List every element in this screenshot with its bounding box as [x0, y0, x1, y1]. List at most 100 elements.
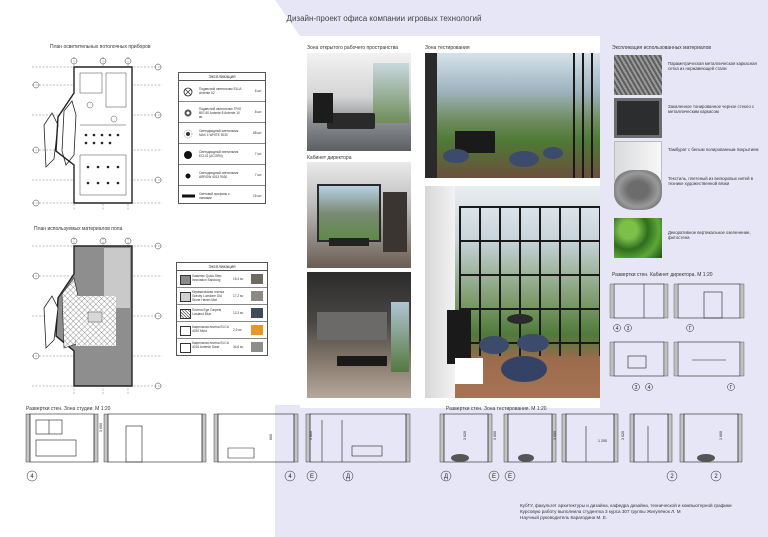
material-text: Текстиль, плетеный из велюровых нитей в …	[668, 176, 754, 187]
testing-elevations-title: Развертки стен. Зона тестирования. М 1:2…	[446, 406, 547, 412]
axis-mark: Г	[689, 326, 692, 332]
desk	[329, 238, 369, 246]
floor-legend-row: Плитка Ege Carpets Lowland Blue 12,3 м²	[177, 305, 267, 322]
glass-wall	[459, 206, 600, 356]
lighting-legend-row: Световой профиль с линзами 15 шт.	[179, 186, 265, 206]
credits-line: Научный руководитель Карагодина М. Е.	[520, 515, 608, 520]
beanbag	[501, 356, 547, 382]
lighting-legend-title: Экспликация	[179, 73, 265, 81]
desk	[337, 356, 387, 366]
tv-screen	[447, 310, 471, 364]
material-text: Тамбурат с белым полированным покрытием	[668, 147, 759, 152]
axis-mark: 4	[616, 326, 619, 332]
studio-elevations-title: Развертки стен. Зона студии. М 1:20	[26, 406, 111, 412]
page-title: Дизайн-проект офиса компании игровых тех…	[286, 14, 482, 23]
glass-wall	[573, 53, 600, 178]
testing-elevations: 3 620 3 600 3 600 3 020 1 200 1 600 Д Е …	[439, 413, 743, 482]
glass-material-photo	[614, 98, 662, 138]
column	[425, 53, 437, 178]
spot-light-icon	[183, 129, 193, 139]
dimension-label: 3 600	[553, 431, 557, 440]
dimension-label: 1 600	[719, 431, 723, 440]
tile-swatch	[180, 343, 191, 353]
dimension-label: 3 600	[99, 423, 103, 432]
axis-mark: Е	[492, 474, 496, 480]
beanbag	[543, 147, 563, 159]
axis-mark: 2	[714, 474, 718, 480]
pendant-lamp-icon	[183, 87, 193, 97]
beanbag	[517, 334, 549, 352]
dimension-label: 1 200	[598, 439, 607, 443]
open-space-render	[307, 53, 411, 151]
axis-mark: Е	[508, 474, 512, 480]
axis-mark: Д	[346, 474, 350, 480]
axis-mark: 3	[635, 385, 638, 391]
floor-plan	[32, 237, 162, 394]
material-photo	[251, 291, 263, 301]
desk	[327, 113, 375, 129]
director-office-render	[307, 162, 411, 268]
open-space-label: Зона открытого рабочего пространства	[307, 45, 399, 51]
studio-elevations: 3 600 660 3 800 4 4 Е Д	[25, 413, 411, 482]
lighting-plan	[32, 57, 162, 211]
material-text: Декоративное вертикальное озеленение, фи…	[668, 230, 751, 241]
floor-legend: Экспликация Ламинат Quick-Step Innovatio…	[176, 262, 268, 356]
lighting-legend-row: Светодиодный светильник ECLIS (ACORN) 7 …	[179, 144, 265, 165]
material-photo	[251, 325, 263, 335]
testing-zone-label: Зона тестирования	[425, 45, 470, 51]
floor-legend-row: Кафельная плитка ELCU 4030 Mina 2,9 м²	[177, 322, 267, 339]
axis-mark: Д	[444, 474, 448, 480]
beanbag	[443, 149, 469, 163]
director-office-label: Кабинет директора	[307, 155, 352, 161]
dimension-label: 3 620	[463, 431, 467, 440]
lighting-legend-row: Светодиодный светильник ARROW 4013 9030 …	[179, 165, 265, 186]
wall-panel	[317, 312, 387, 340]
material-photo	[251, 308, 263, 318]
credits-line: Курсовую работу выполнила студентка 3 ку…	[520, 509, 681, 514]
lighting-plan-title: План осветительных потолочных приборов	[50, 44, 151, 50]
table	[507, 314, 533, 324]
dimension-label: 3 020	[621, 431, 625, 440]
floor-legend-row: Кафельная плитка ELCU 4018 Ardente Sand …	[177, 339, 267, 355]
textile-material-photo	[614, 170, 662, 210]
tv-screen	[455, 131, 495, 153]
beanbag	[509, 151, 539, 167]
lighting-legend: Экспликация Подвесной светильник ELLA Ar…	[178, 72, 266, 204]
credits-line: КубГУ, факультет архитектуры и дизайна, …	[520, 503, 732, 508]
cluster-lamp-icon	[184, 109, 192, 117]
dimension-label: 660	[269, 434, 273, 440]
testing-zone-render-2	[425, 186, 600, 398]
small-lamp-icon	[185, 173, 191, 179]
floor-legend-row: Ламинат Quick-Step Innovation Sandoog 15…	[177, 271, 267, 288]
window-view	[373, 63, 409, 123]
axis-mark: 2	[670, 474, 674, 480]
director-office-render-2	[307, 272, 411, 398]
tile-swatch	[180, 326, 191, 336]
floor-legend-row: Керамическая плитка Gravity Luxstone Old…	[177, 288, 267, 305]
lighting-legend-row: Подвесной светильник TRIO BIG 80 Ardente…	[179, 102, 265, 123]
beanbag	[479, 336, 509, 354]
axis-mark: Г	[730, 385, 733, 391]
axis-mark: 3	[627, 326, 630, 332]
window-view	[317, 184, 381, 242]
dimension-label: 3 800	[309, 431, 313, 440]
light-profile-icon	[182, 194, 195, 198]
green-wall-material-photo	[614, 218, 662, 258]
material-photo	[251, 342, 263, 352]
floor-plan-title: План используемых материалов пола	[34, 226, 123, 232]
credits-block: КубГУ, факультет архитектуры и дизайна, …	[520, 503, 732, 521]
side-wall	[425, 186, 455, 398]
lighting-legend-row: Подвесной светильник ELLA Ardente 02 6 ш…	[179, 81, 265, 102]
lighting-legend-row: Светодиодный светильник MAX 4 WHITE 9030…	[179, 123, 265, 144]
director-elevations-title: Развертки стен. Кабинет директора. М 1:2…	[612, 272, 713, 278]
mesh-material-photo	[614, 55, 662, 95]
materials-title: Экспликация использованных материалов	[612, 45, 712, 51]
cabinet	[455, 358, 483, 384]
floor-legend-title: Экспликация	[177, 263, 267, 271]
round-lamp-icon	[184, 151, 192, 159]
carpet-swatch	[180, 309, 191, 319]
director-elevations: 4 3 Г 3 4 Г	[609, 283, 745, 391]
wall-panel	[383, 192, 407, 252]
dimension-label: 3 600	[493, 431, 497, 440]
material-text: Закаленное тонированное черное стекло с …	[668, 104, 755, 115]
